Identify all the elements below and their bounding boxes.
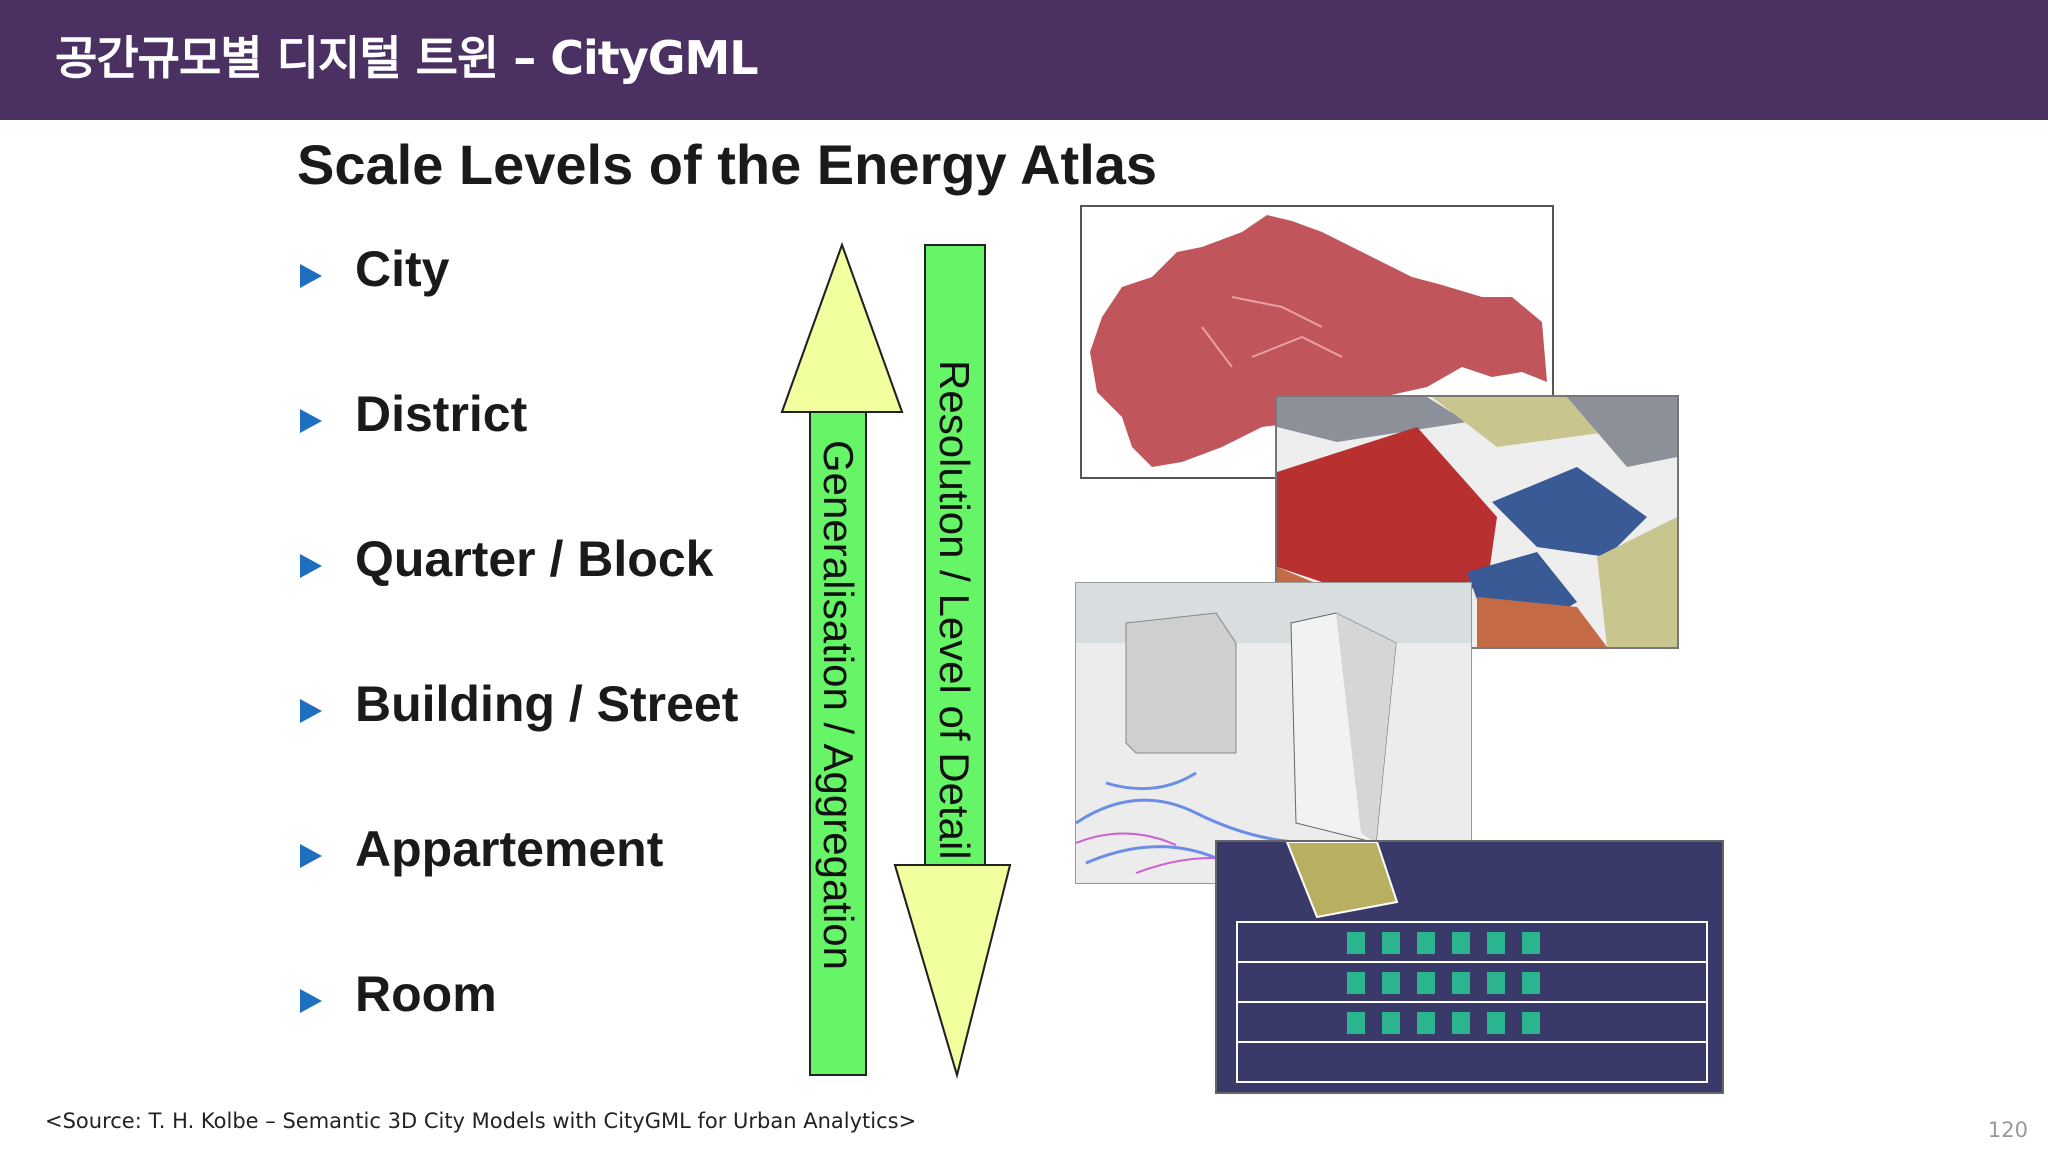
level-label: Quarter / Block: [355, 531, 714, 587]
bullet-triangle-icon: [300, 989, 322, 1013]
apartment-room-image: [1215, 840, 1724, 1094]
level-label: City: [355, 241, 450, 297]
source-citation: <Source: T. H. Kolbe – Semantic 3D City …: [45, 1109, 917, 1133]
bullet-triangle-icon: [300, 699, 322, 723]
level-label: District: [355, 386, 528, 442]
arrow-up-label: Generalisation / Aggregation: [815, 440, 862, 970]
level-label: Room: [355, 966, 497, 1022]
bullet-triangle-icon: [300, 409, 322, 433]
page-number: 120: [1987, 1118, 2028, 1142]
scale-images-collage: [1075, 200, 1725, 1100]
district-blocks-image: [1275, 395, 1679, 649]
city-map-image: [1080, 205, 1554, 479]
arrow-down-label: Resolution / Level of Detail: [931, 360, 978, 860]
building-street-image: [1075, 582, 1472, 884]
bullet-triangle-icon: [300, 554, 322, 578]
page-title: 공간규모별 디지털 트윈 – CityGML: [55, 31, 759, 85]
bullet-triangle-icon: [300, 264, 322, 288]
slide-heading: Scale Levels of the Energy Atlas: [297, 133, 1158, 196]
header-bar: 공간규모별 디지털 트윈 – CityGML: [0, 0, 2048, 120]
level-label: Building / Street: [355, 676, 739, 732]
scale-arrows: Generalisation / Aggregation Resolution …: [780, 242, 1012, 1079]
level-label: Appartement: [355, 821, 664, 877]
bullet-triangle-icon: [300, 844, 322, 868]
